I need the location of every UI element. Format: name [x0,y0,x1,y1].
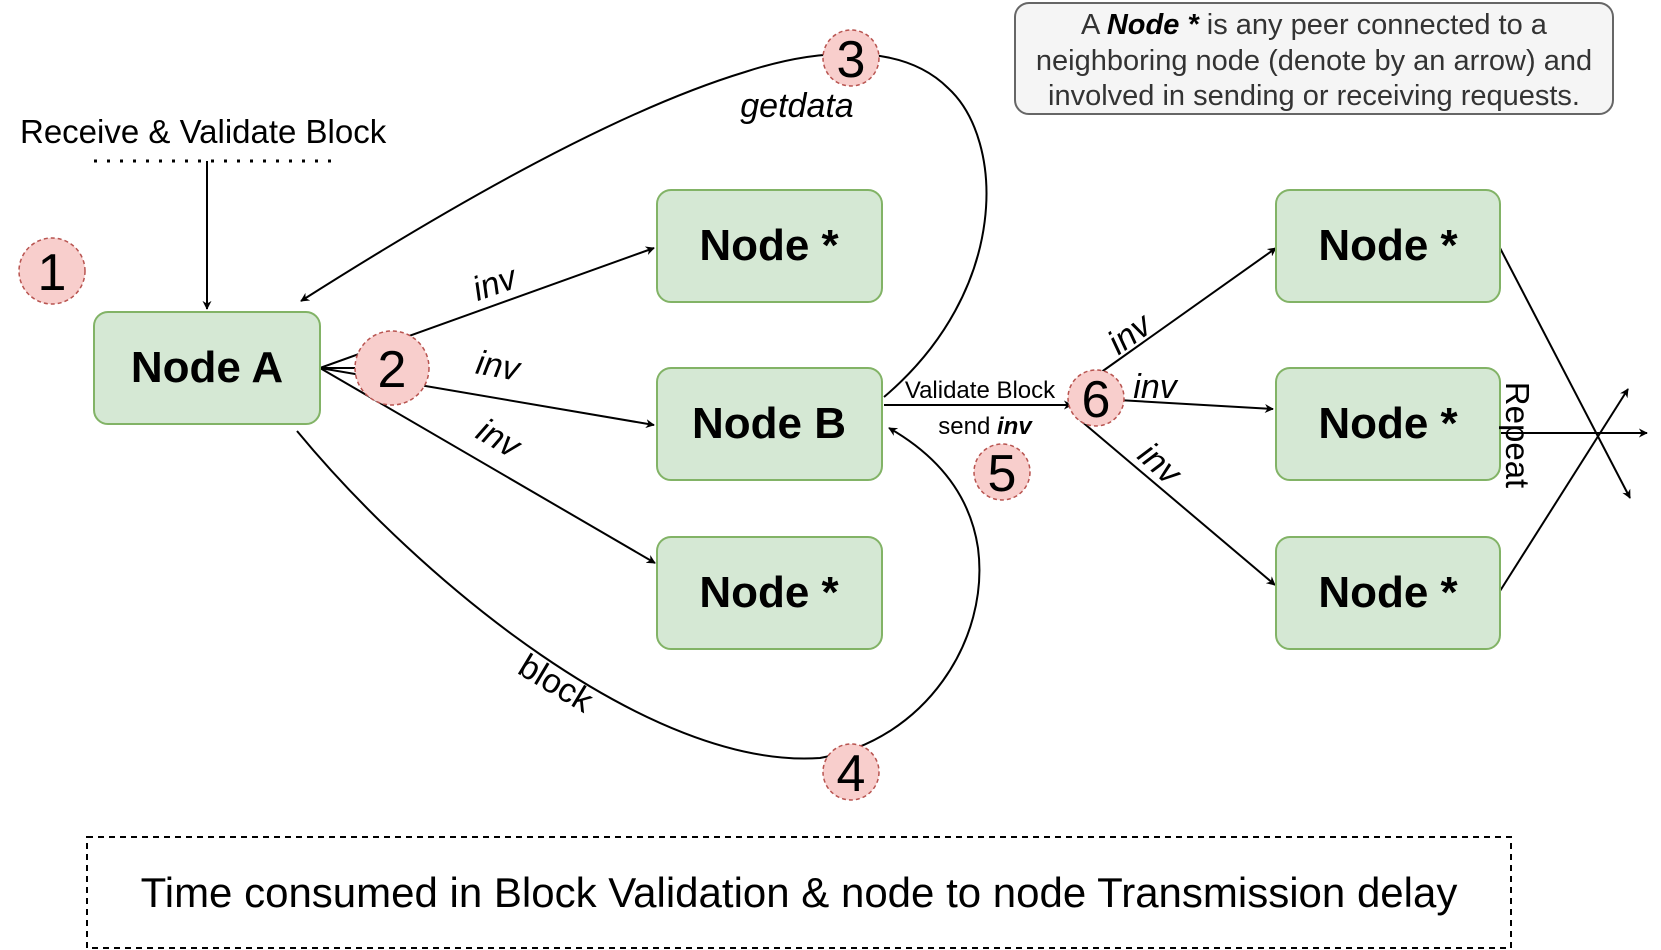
peer-node-right-top: Node * [1275,189,1501,303]
step-2: 2 [354,330,430,406]
footer-box: Time consumed in Block Validation & node… [86,836,1512,949]
peer-node-top: Node * [656,189,883,303]
note-line-3: involved in sending or receiving request… [1048,80,1580,112]
start-label: Receive & Validate Block [20,113,387,150]
edge-label-inv-mid: inv [473,344,524,389]
step-6: 6 [1067,369,1125,429]
edge-label-inv-top: inv [468,258,523,309]
step-1: 1 [18,237,86,305]
edge-label-repeat: Repeat [1499,382,1536,488]
edge-6-to-mid-node [1117,399,1274,414]
edge-repeat-up [1499,388,1629,592]
edge-label-send: send inv [938,413,1033,440]
peer-node-right-bottom: Node * [1275,536,1501,650]
step-5: 5 [973,443,1031,503]
edge-label-inv-right-bottom: inv [1130,435,1189,494]
note-line-2: neighboring node (denote by an arrow) an… [1036,45,1592,77]
step-1-label: 1 [38,244,67,302]
step-3: 3 [822,29,880,89]
edge-label-inv-bottom: inv [470,411,528,467]
node-b-label: Node B [692,399,846,448]
node-a: Node A [93,311,321,425]
step-2-label: 2 [378,341,407,399]
step-3-label: 3 [837,31,866,89]
node-a-label: Node A [131,343,283,392]
peer-node-right-mid: Node * [1275,367,1501,481]
edge-label-block: block [512,647,600,721]
edge-repeat-down [1499,247,1631,499]
peer-node-bottom-label: Node * [699,568,839,617]
edge-label-inv-right-top: inv [1101,305,1160,362]
peer-node-right-mid-label: Node * [1318,399,1458,448]
step-5-label: 5 [988,445,1017,503]
note-box: A Node * is any peer connected to a neig… [1014,2,1614,115]
step-6-label: 6 [1082,371,1111,429]
edge-6-to-top-node [1099,247,1277,374]
step-4: 4 [822,743,880,803]
footer-text: Time consumed in Block Validation & node… [141,869,1458,916]
peer-node-right-bottom-label: Node * [1318,568,1458,617]
peer-node-bottom: Node * [656,536,883,650]
peer-node-top-label: Node * [699,221,839,270]
step-4-label: 4 [837,745,866,803]
peer-node-right-top-label: Node * [1318,221,1458,270]
note-line-1: A Node * is any peer connected to a [1081,9,1548,41]
edge-label-validate: Validate Block [905,377,1056,404]
node-b: Node B [656,367,883,481]
edge-label-getdata: getdata [740,87,853,125]
edge-label-inv-right-mid: inv [1133,368,1178,406]
edge-6-to-bottom-node [1079,419,1276,586]
